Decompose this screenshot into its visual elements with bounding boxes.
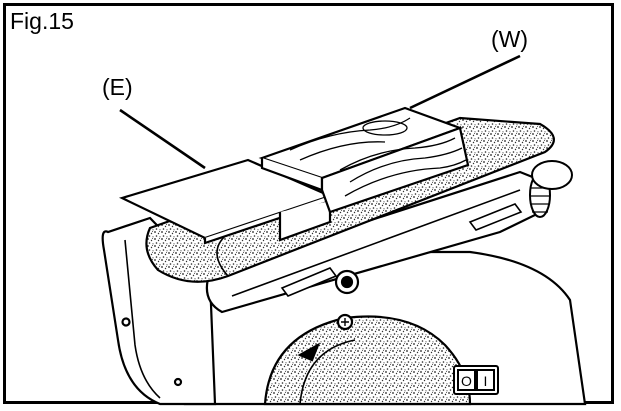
- power-switch: [453, 365, 499, 395]
- tension-knob-icon: [340, 275, 354, 289]
- callout-end-stop: (E): [102, 74, 133, 100]
- workpiece-wood: [258, 106, 470, 214]
- switch-off-symbol: O: [461, 373, 472, 389]
- end-stop-plate: [118, 158, 334, 245]
- rotation-arrow-icon: [297, 342, 321, 362]
- sanding-disc: [263, 313, 472, 406]
- frame-slot-right: [468, 203, 523, 231]
- callout-workpiece: (W): [491, 26, 529, 52]
- frame-slot-left: [280, 267, 338, 297]
- figure-number: Fig.15: [10, 8, 74, 34]
- tracking-knob: [529, 160, 573, 218]
- leader-line-w: [409, 54, 521, 110]
- leader-line-e: [119, 108, 206, 170]
- switch-on-symbol: I: [484, 373, 488, 389]
